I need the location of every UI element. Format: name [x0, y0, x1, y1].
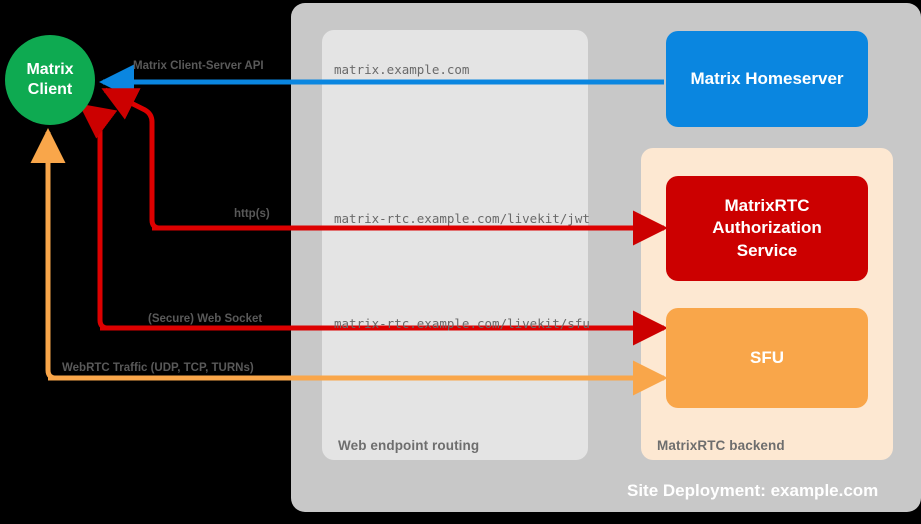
- edge-label-https: http(s): [234, 208, 270, 220]
- site-deployment-caption: Site Deployment: example.com: [627, 481, 879, 500]
- web-endpoint-routing-caption: Web endpoint routing: [338, 438, 480, 453]
- matrix-client-label-line2: Client: [27, 81, 73, 98]
- node-authorization-service[interactable]: MatrixRTC Authorization Service: [666, 176, 868, 281]
- authorization-service-label-line1: MatrixRTC: [724, 196, 810, 216]
- matrix-client-label-line1: Matrix: [26, 61, 74, 79]
- web-endpoint-routing-container: [322, 30, 588, 460]
- authorization-service-label-line3: Service: [736, 240, 798, 260]
- matrix-homeserver-label: Matrix Homeserver: [690, 69, 844, 88]
- authorization-service-label-line2: Authorization: [712, 218, 822, 238]
- node-sfu[interactable]: SFU: [666, 308, 868, 408]
- endpoint-label-jwt: matrix-rtc.example.com/livekit/jwt: [334, 211, 590, 226]
- sfu-label: SFU: [750, 348, 784, 367]
- endpoint-label-matrix: matrix.example.com: [334, 62, 470, 77]
- edge-label-webrtc-traffic: WebRTC Traffic (UDP, TCP, TURNs): [62, 362, 254, 374]
- matrixrtc-backend-caption: MatrixRTC backend: [657, 438, 785, 453]
- endpoint-label-sfu: matrix-rtc.example.com/livekit/sfu: [334, 316, 590, 331]
- edge-label-client-server-api: Matrix Client-Server API: [133, 60, 264, 72]
- node-matrix-homeserver[interactable]: Matrix Homeserver: [666, 31, 868, 127]
- edge-label-secure-websocket: (Secure) Web Socket: [148, 313, 263, 325]
- node-matrix-client[interactable]: Matrix Client: [5, 35, 95, 125]
